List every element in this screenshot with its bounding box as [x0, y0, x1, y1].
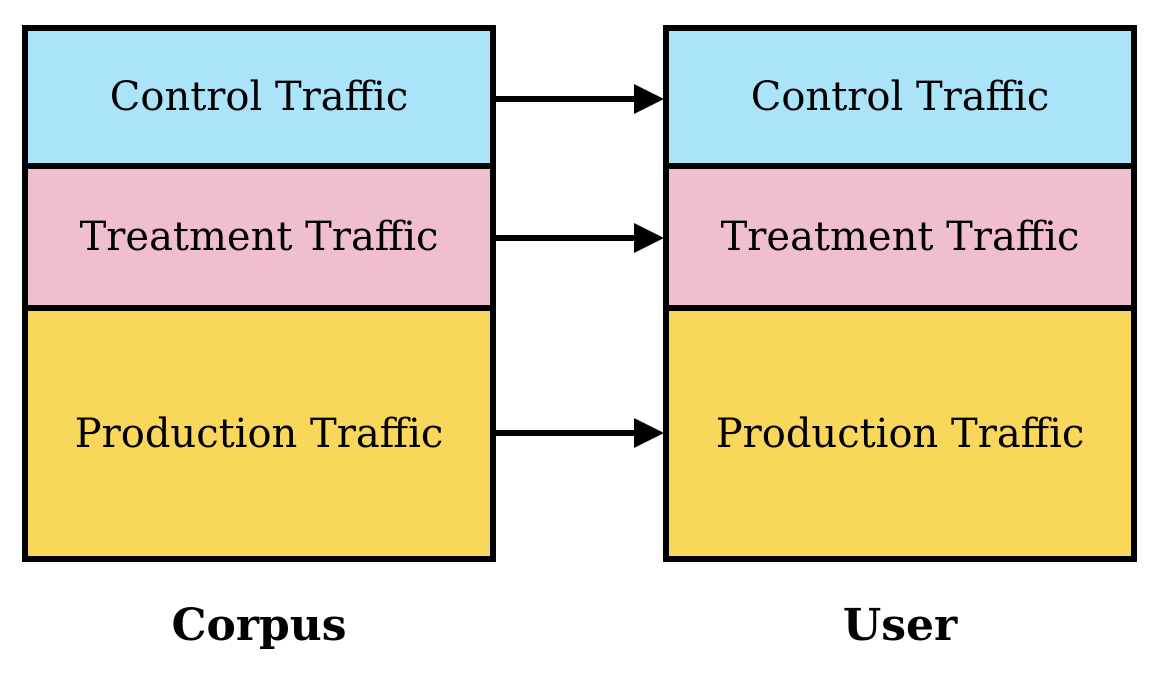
user-control-traffic-block: Control Traffic — [669, 31, 1131, 169]
corpus-column-label: Corpus — [171, 600, 347, 651]
corpus-treatment-traffic-block: Treatment Traffic — [28, 169, 490, 311]
user-treatment-traffic-label: Treatment Traffic — [720, 214, 1080, 260]
user-treatment-traffic-block: Treatment Traffic — [669, 169, 1131, 311]
corpus-production-traffic-block: Production Traffic — [28, 311, 490, 556]
corpus-control-traffic-block: Control Traffic — [28, 31, 490, 169]
user-column-label: User — [842, 600, 958, 651]
user-column: Control Traffic Treatment Traffic Produc… — [663, 25, 1137, 562]
production-arrow — [496, 418, 664, 448]
user-production-traffic-block: Production Traffic — [669, 311, 1131, 556]
user-production-traffic-label: Production Traffic — [715, 410, 1085, 457]
corpus-production-traffic-label: Production Traffic — [74, 410, 444, 457]
control-arrow — [496, 84, 664, 114]
corpus-treatment-traffic-label: Treatment Traffic — [79, 214, 439, 260]
corpus-control-traffic-label: Control Traffic — [109, 74, 409, 120]
treatment-arrow — [496, 223, 664, 253]
user-control-traffic-label: Control Traffic — [750, 74, 1050, 120]
corpus-column: Control Traffic Treatment Traffic Produc… — [22, 25, 496, 562]
